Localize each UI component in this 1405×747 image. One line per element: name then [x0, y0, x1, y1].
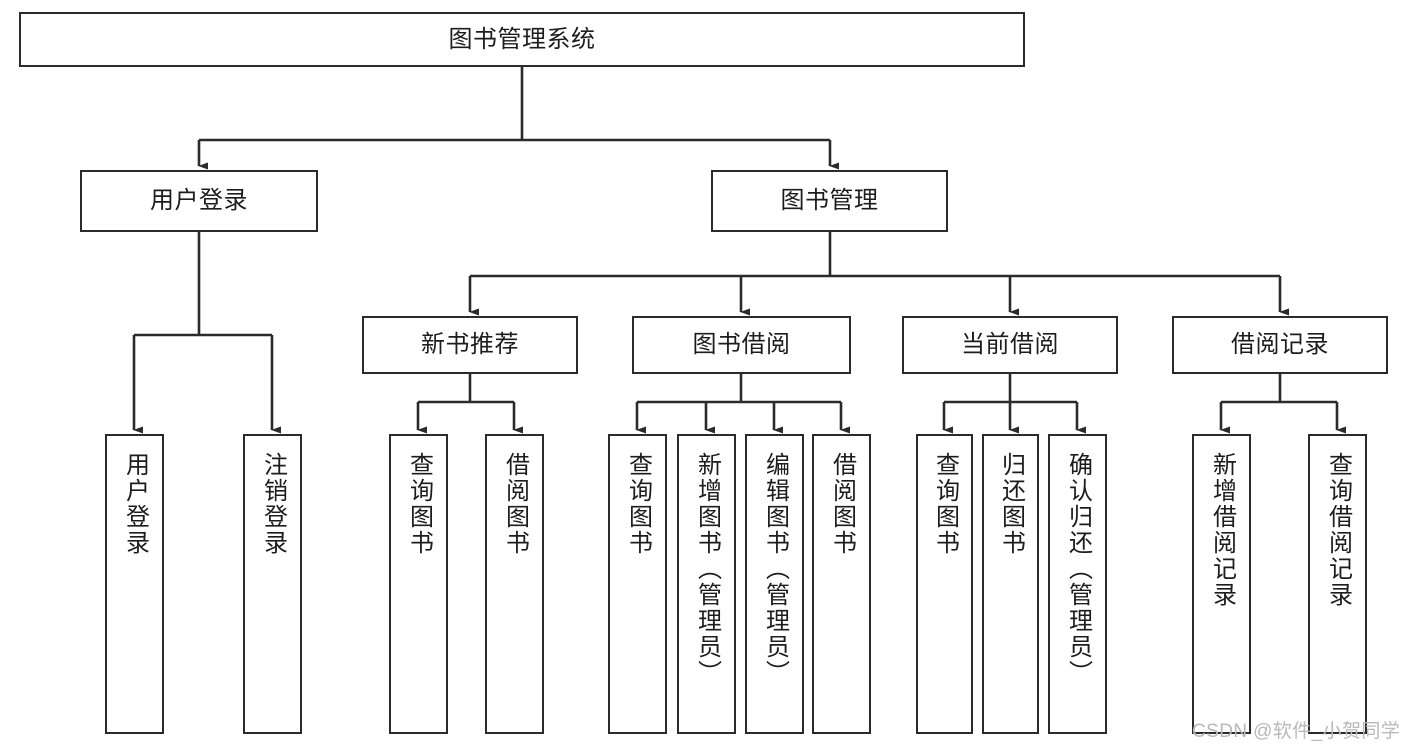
node-leaf-user-logout-label: 注销登录	[259, 452, 287, 556]
node-book-borrow-label: 图书借阅	[692, 331, 791, 359]
node-leaf-query-record[interactable]: 查询借阅记录	[1308, 434, 1367, 734]
node-book-manage[interactable]: 图书管理	[711, 170, 948, 232]
node-leaf-user-logout[interactable]: 注销登录	[243, 434, 302, 734]
node-leaf-edit-book[interactable]: 编辑图书（管理员）	[745, 434, 804, 734]
node-new-book-recommend-label: 新书推荐	[421, 331, 519, 359]
node-leaf-add-record-label: 新增借阅记录	[1208, 452, 1236, 608]
node-leaf-add-book[interactable]: 新增图书（管理员）	[677, 434, 736, 734]
node-current-borrow[interactable]: 当前借阅	[902, 316, 1118, 374]
node-root[interactable]: 图书管理系统	[19, 12, 1025, 67]
node-leaf-query-book-1-label: 查询图书	[405, 452, 433, 556]
node-leaf-user-login[interactable]: 用户登录	[105, 434, 164, 734]
node-user-login-label: 用户登录	[150, 187, 248, 215]
node-leaf-edit-book-label: 编辑图书（管理员）	[761, 452, 789, 686]
node-leaf-query-book-3-label: 查询图书	[931, 452, 959, 556]
node-user-login[interactable]: 用户登录	[80, 170, 318, 232]
node-leaf-query-record-label: 查询借阅记录	[1324, 452, 1352, 608]
node-leaf-return-book-label: 归还图书	[997, 452, 1025, 556]
node-leaf-query-book-3[interactable]: 查询图书	[916, 434, 973, 734]
node-leaf-add-book-label: 新增图书（管理员）	[693, 452, 721, 686]
node-root-label: 图书管理系统	[448, 25, 596, 53]
node-book-borrow[interactable]: 图书借阅	[632, 316, 851, 374]
node-borrow-record[interactable]: 借阅记录	[1172, 316, 1388, 374]
node-book-manage-label: 图书管理	[780, 187, 879, 215]
node-new-book-recommend[interactable]: 新书推荐	[362, 316, 578, 374]
node-current-borrow-label: 当前借阅	[961, 331, 1059, 359]
node-leaf-borrow-book-1-label: 借阅图书	[501, 452, 529, 556]
node-leaf-confirm-return-label: 确认归还（管理员）	[1064, 452, 1092, 686]
node-leaf-query-book-1[interactable]: 查询图书	[389, 434, 448, 734]
node-leaf-borrow-book-1[interactable]: 借阅图书	[485, 434, 544, 734]
node-leaf-query-book-2[interactable]: 查询图书	[608, 434, 667, 734]
node-borrow-record-label: 借阅记录	[1231, 331, 1329, 359]
node-leaf-confirm-return[interactable]: 确认归还（管理员）	[1048, 434, 1107, 734]
node-leaf-return-book[interactable]: 归还图书	[982, 434, 1039, 734]
node-leaf-query-book-2-label: 查询图书	[624, 452, 652, 556]
node-leaf-borrow-book-2-label: 借阅图书	[828, 452, 856, 556]
node-leaf-borrow-book-2[interactable]: 借阅图书	[812, 434, 871, 734]
csdn-watermark: CSDN @软件_小贺同学	[1192, 721, 1401, 742]
node-leaf-add-record[interactable]: 新增借阅记录	[1192, 434, 1251, 734]
node-leaf-user-login-label: 用户登录	[121, 452, 149, 556]
